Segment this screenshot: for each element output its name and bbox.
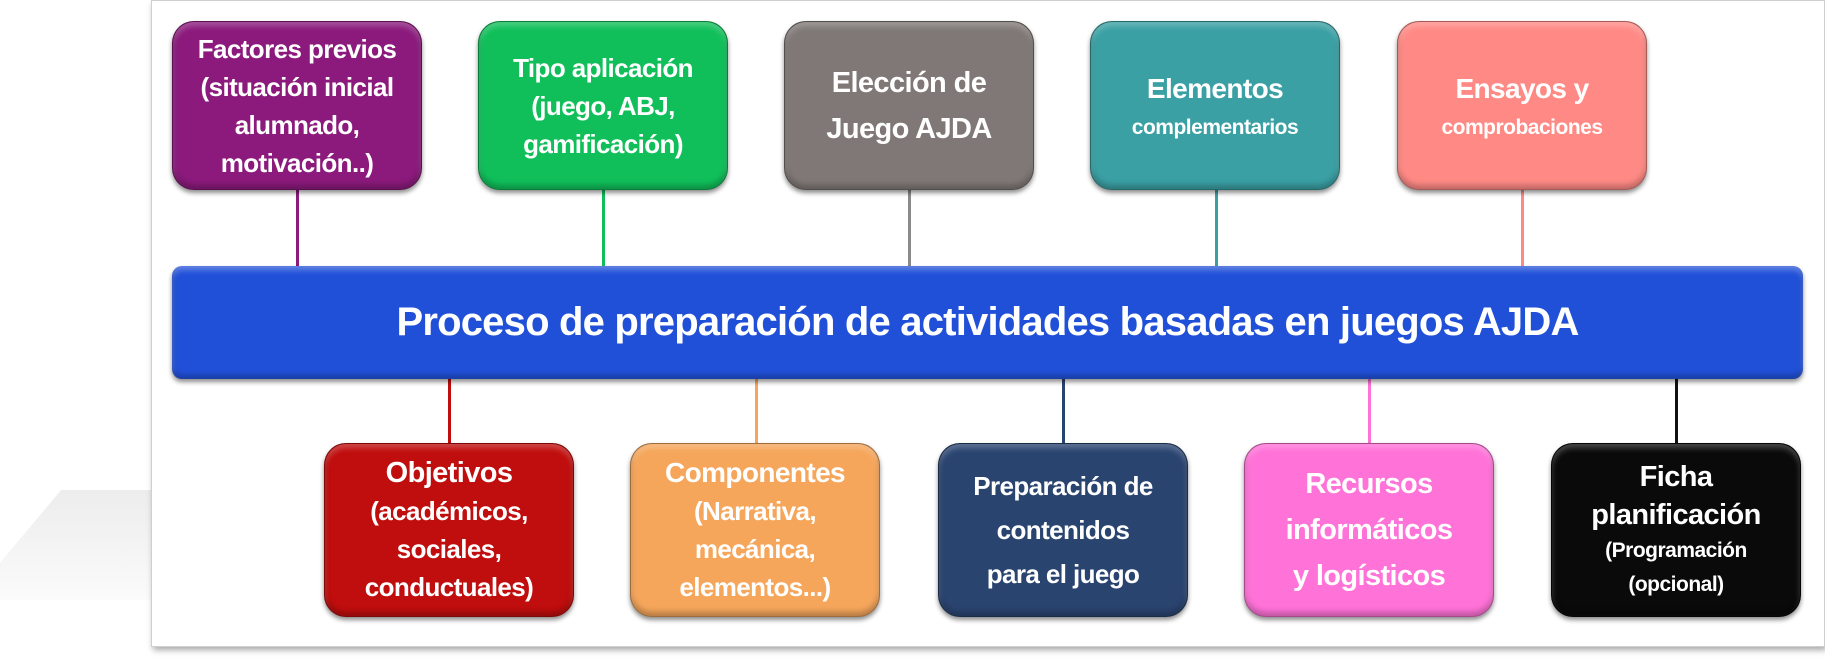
connector-top-5 [1521,190,1524,266]
box-line: (situación inicial [200,71,395,102]
box-line: Factores previos [197,33,397,64]
box-line: Elementos [1146,72,1284,104]
box-preparacion-contenidos: Preparación de contenidos para el juego [938,443,1188,617]
box-line: elementos...) [679,572,831,602]
connector-bottom-2 [755,379,758,443]
connector-bottom-4 [1368,379,1371,443]
connector-top-3 [908,190,911,266]
box-line: conductuales) [364,572,534,602]
box-line: para el juego [986,559,1140,589]
box-line: (opcional) [1628,573,1724,596]
box-line: Objetivos [385,457,513,489]
box-line: Tipo aplicación [513,52,693,83]
box-line: Preparación de [973,471,1153,501]
connector-top-1 [296,190,299,266]
box-line: Juego AJDA [826,112,992,145]
central-process-bar: Proceso de preparación de actividades ba… [172,266,1803,379]
box-line: complementarios [1131,115,1299,139]
connector-bottom-5 [1675,379,1678,443]
box-line: (académicos, [370,496,528,526]
box-line: planificación [1591,499,1761,531]
box-line: (juego, ABJ, [531,90,675,121]
box-recursos: Recursos informáticos y logísticos [1244,443,1494,617]
box-line: comprobaciones [1441,115,1603,139]
process-title: Proceso de preparación de actividades ba… [396,300,1579,344]
connector-bottom-1 [448,379,451,443]
box-tipo-aplicacion: Tipo aplicación (juego, ABJ, gamificació… [478,21,728,190]
box-eleccion-juego: Elección de Juego AJDA [784,21,1034,190]
box-line: sociales, [396,534,502,564]
box-line: Ensayos y [1455,72,1589,104]
box-componentes: Componentes (Narrativa, mecánica, elemen… [630,443,880,617]
box-objetivos: Objetivos (académicos, sociales, conduct… [324,443,574,617]
box-line: motivación..) [220,147,374,178]
connector-top-2 [602,190,605,266]
box-line: alumnado, [234,109,360,140]
box-line: (Narrativa, [693,496,817,526]
box-line: Ficha [1639,461,1713,493]
box-line: (Programación [1605,539,1747,562]
box-ensayos-comprobaciones: Ensayos y comprobaciones [1397,21,1647,190]
box-line: gamificación) [523,128,683,159]
box-elementos-complementarios: Elementos complementarios [1090,21,1340,190]
box-line: contenidos [996,515,1130,545]
box-line: y logísticos [1292,560,1446,592]
box-line: Elección de [831,66,987,99]
box-factores-previos: Factores previos (situación inicial alum… [172,21,422,190]
box-line: informáticos [1285,514,1453,546]
box-ficha-planificacion: Ficha planificación (Programación (opcio… [1551,443,1801,617]
box-line: mecánica, [694,534,816,564]
connector-bottom-3 [1062,379,1065,443]
box-line: Componentes [664,457,846,488]
box-line: Recursos [1305,468,1433,500]
connector-top-4 [1215,190,1218,266]
